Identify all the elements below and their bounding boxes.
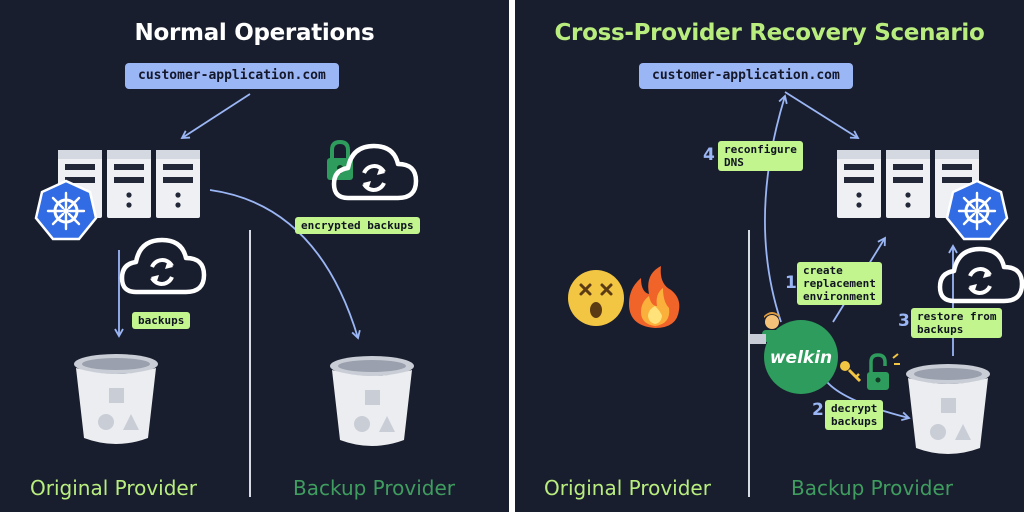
step-1-number: 1 <box>785 273 797 293</box>
backup-bucket-icon <box>330 356 414 446</box>
kubernetes-icon <box>945 179 1009 241</box>
arrow-url-to-servers <box>180 93 251 139</box>
recovery-scenario-panel: Cross-Provider Recovery Scenario custome… <box>515 0 1024 512</box>
step-2-number: 2 <box>812 400 824 420</box>
fire-icon <box>629 266 680 328</box>
panel-title: Normal Operations <box>134 20 375 46</box>
backup-provider-label: Backup Provider <box>293 476 456 500</box>
step-3-number: 3 <box>898 311 910 331</box>
original-provider-label: Original Provider <box>30 476 197 500</box>
provider-divider <box>249 230 251 497</box>
dizzy-face-icon <box>568 270 624 326</box>
encrypted-backups-tag: encrypted backups <box>295 217 420 234</box>
left-diagram-graphics <box>34 93 509 446</box>
panel-title: Cross-Provider Recovery Scenario <box>554 20 985 46</box>
welkin-logo: welkin <box>764 320 838 394</box>
original-provider-label: Original Provider <box>544 476 711 500</box>
backup-bucket-icon <box>906 364 990 454</box>
url-pill: customer-application.com <box>639 63 853 89</box>
arrow-url-to-servers <box>784 91 860 139</box>
backups-tag: backups <box>132 312 191 329</box>
step-2-tag: decrypt backups <box>825 400 884 430</box>
normal-operations-panel: Normal Operations customer-application.c… <box>0 0 509 512</box>
provider-divider <box>748 230 750 497</box>
key-icon <box>840 361 862 383</box>
arrow-servers-to-backup-provider <box>209 189 361 340</box>
step-4-tag: reconfigure DNS <box>718 141 803 171</box>
right-diagram-graphics: welkin <box>568 91 1024 454</box>
arrow-reconfigure-dns <box>764 94 788 323</box>
step-4-number: 4 <box>703 145 715 165</box>
backup-provider-label: Backup Provider <box>791 476 954 500</box>
original-bucket-icon <box>74 354 158 444</box>
cloud-sync-icon <box>122 240 204 292</box>
welkin-logo-text: welkin <box>770 348 832 368</box>
kubernetes-icon <box>34 179 98 241</box>
unlock-icon <box>867 353 900 390</box>
url-pill: customer-application.com <box>125 63 339 89</box>
step-1-tag: create replacement environment <box>797 262 882 305</box>
step-3-tag: restore from backups <box>911 308 1003 338</box>
